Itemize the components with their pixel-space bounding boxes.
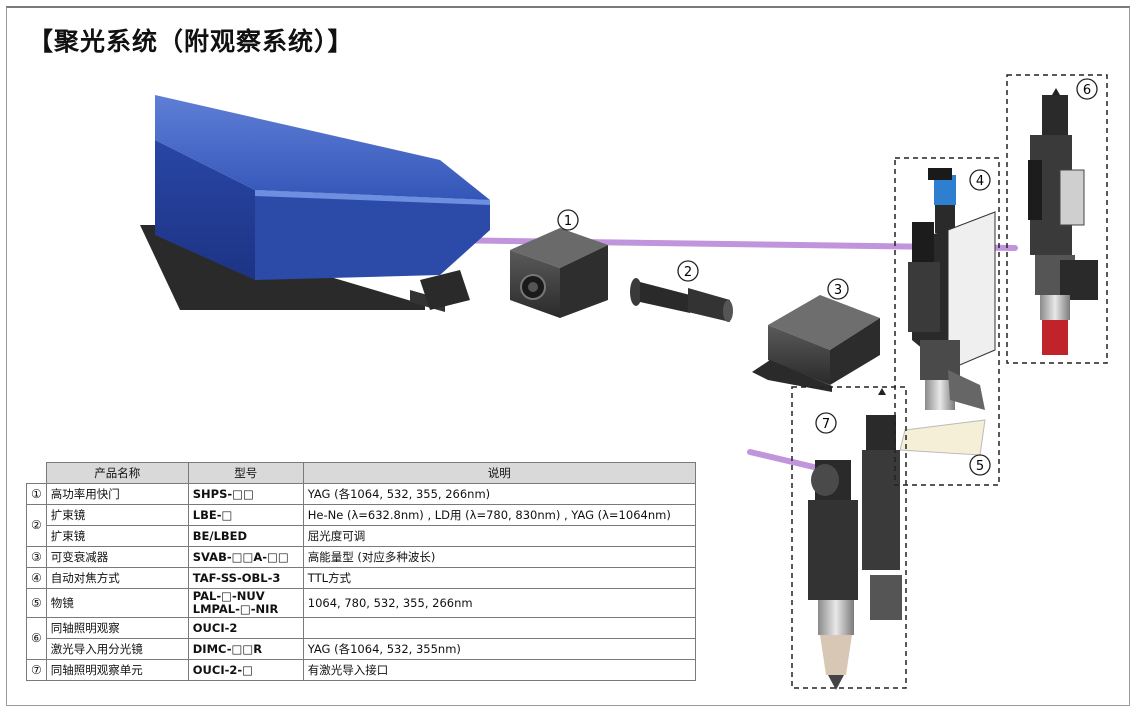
row-name: 同轴照明观察 (45, 617, 189, 639)
row-desc: He-Ne (λ=632.8nm) , LD用 (λ=780, 830nm) ,… (302, 504, 696, 526)
row-model: TAF-SS-OBL-3 (187, 567, 304, 589)
beam-expander (630, 278, 733, 322)
row-model: LBE-□ (187, 504, 304, 526)
row-desc: YAG (各1064, 532, 355nm) (302, 638, 696, 660)
table-row: 激光导入用分光镜 DIMC-□□R YAG (各1064, 532, 355nm… (27, 638, 696, 660)
row-name: 激光导入用分光镜 (45, 638, 189, 660)
table-row: 扩束镜 BE/LBED 屈光度可调 (27, 525, 696, 547)
table-row: ⑦ 同轴照明观察单元 OUCI-2-□ 有激光导入接口 (26, 659, 696, 681)
table-row: ② 扩束镜 LBE-□ He-Ne (λ=632.8nm) , LD用 (λ=7… (26, 504, 696, 547)
svg-text:2: 2 (684, 265, 692, 280)
row-name: 自动对焦方式 (45, 567, 189, 589)
row-name: 同轴照明观察单元 (45, 659, 189, 681)
svg-text:7: 7 (822, 417, 830, 432)
svg-text:6: 6 (1083, 83, 1091, 98)
row-name: 物镜 (45, 588, 189, 618)
row-desc: 有激光导入接口 (302, 659, 696, 681)
row-model: SVAB-□□A-□□ (187, 546, 304, 568)
callout-4: 4 (969, 169, 991, 191)
callout-2: 2 (677, 260, 699, 282)
row-desc: TTL方式 (302, 567, 696, 589)
callout-3: 3 (827, 278, 849, 300)
row-name: 扩束镜 (45, 525, 189, 547)
row-num: ① (26, 483, 47, 505)
coaxial-observation-unit (1028, 88, 1098, 355)
dashed-box-6 (1006, 74, 1108, 364)
row-name: 扩束镜 (45, 504, 189, 526)
svg-text:5: 5 (976, 459, 984, 474)
row-model: DIMC-□□R (187, 638, 304, 660)
svg-text:4: 4 (976, 174, 984, 189)
row-model: OUCI-2 (187, 617, 304, 639)
autofocus-unit (908, 168, 996, 410)
row-num: ③ (26, 546, 47, 568)
row-num: ⑦ (26, 659, 47, 681)
row-model: BE/LBED (187, 525, 304, 547)
callout-1: 1 (557, 209, 579, 231)
variable-attenuator (752, 295, 880, 392)
header-blank (26, 462, 47, 484)
coaxial-observation-unit-7 (808, 388, 902, 690)
dashed-box-7 (791, 386, 907, 689)
row-model: OUCI-2-□ (187, 659, 304, 681)
row-desc: YAG (各1064, 532, 355, 266nm) (302, 483, 696, 505)
row-num: ② (26, 504, 47, 547)
table-row: ④ 自动对焦方式 TAF-SS-OBL-3 TTL方式 (26, 567, 696, 589)
table-row: ① 高功率用快门 SHPS-□□ YAG (各1064, 532, 355, 2… (26, 483, 696, 505)
spec-table: 产品名称 型号 说明 ① 高功率用快门 SHPS-□□ YAG (各1064, … (26, 462, 696, 681)
header-model: 型号 (187, 462, 304, 484)
page-title: 【聚光系统（附观察系统）】 (28, 27, 354, 56)
row-num: ⑥ (26, 617, 47, 660)
row-desc (302, 617, 696, 639)
table-row: ③ 可变衰减器 SVAB-□□A-□□ 高能量型 (对应多种波长) (26, 546, 696, 568)
row-name: 高功率用快门 (45, 483, 189, 505)
row-model-line1: PAL-□-NUV (192, 589, 265, 603)
svg-text:3: 3 (834, 283, 842, 298)
row-desc: 高能量型 (对应多种波长) (302, 546, 696, 568)
header-name: 产品名称 (45, 462, 189, 484)
table-row: ⑥ 同轴照明观察 OUCI-2 (26, 617, 696, 660)
page-frame (6, 6, 1130, 706)
svg-text:1: 1 (564, 214, 572, 229)
laser-head (140, 95, 490, 312)
callout-6: 6 (1076, 78, 1098, 100)
row-name: 可变衰减器 (45, 546, 189, 568)
row-num: ⑤ (26, 588, 47, 618)
row-model-line2: LMPAL-□-NIR (192, 602, 279, 616)
row-desc: 屈光度可调 (302, 525, 696, 547)
table-header-row: 产品名称 型号 说明 (26, 462, 696, 484)
header-desc: 说明 (302, 462, 696, 484)
row-model: SHPS-□□ (187, 483, 304, 505)
sample-plate (899, 419, 986, 456)
callout-7: 7 (815, 412, 837, 434)
shutter-device (510, 228, 608, 318)
callout-5: 5 (969, 454, 991, 476)
row-num: ④ (26, 567, 47, 589)
row-desc: 1064, 780, 532, 355, 266nm (302, 588, 696, 618)
